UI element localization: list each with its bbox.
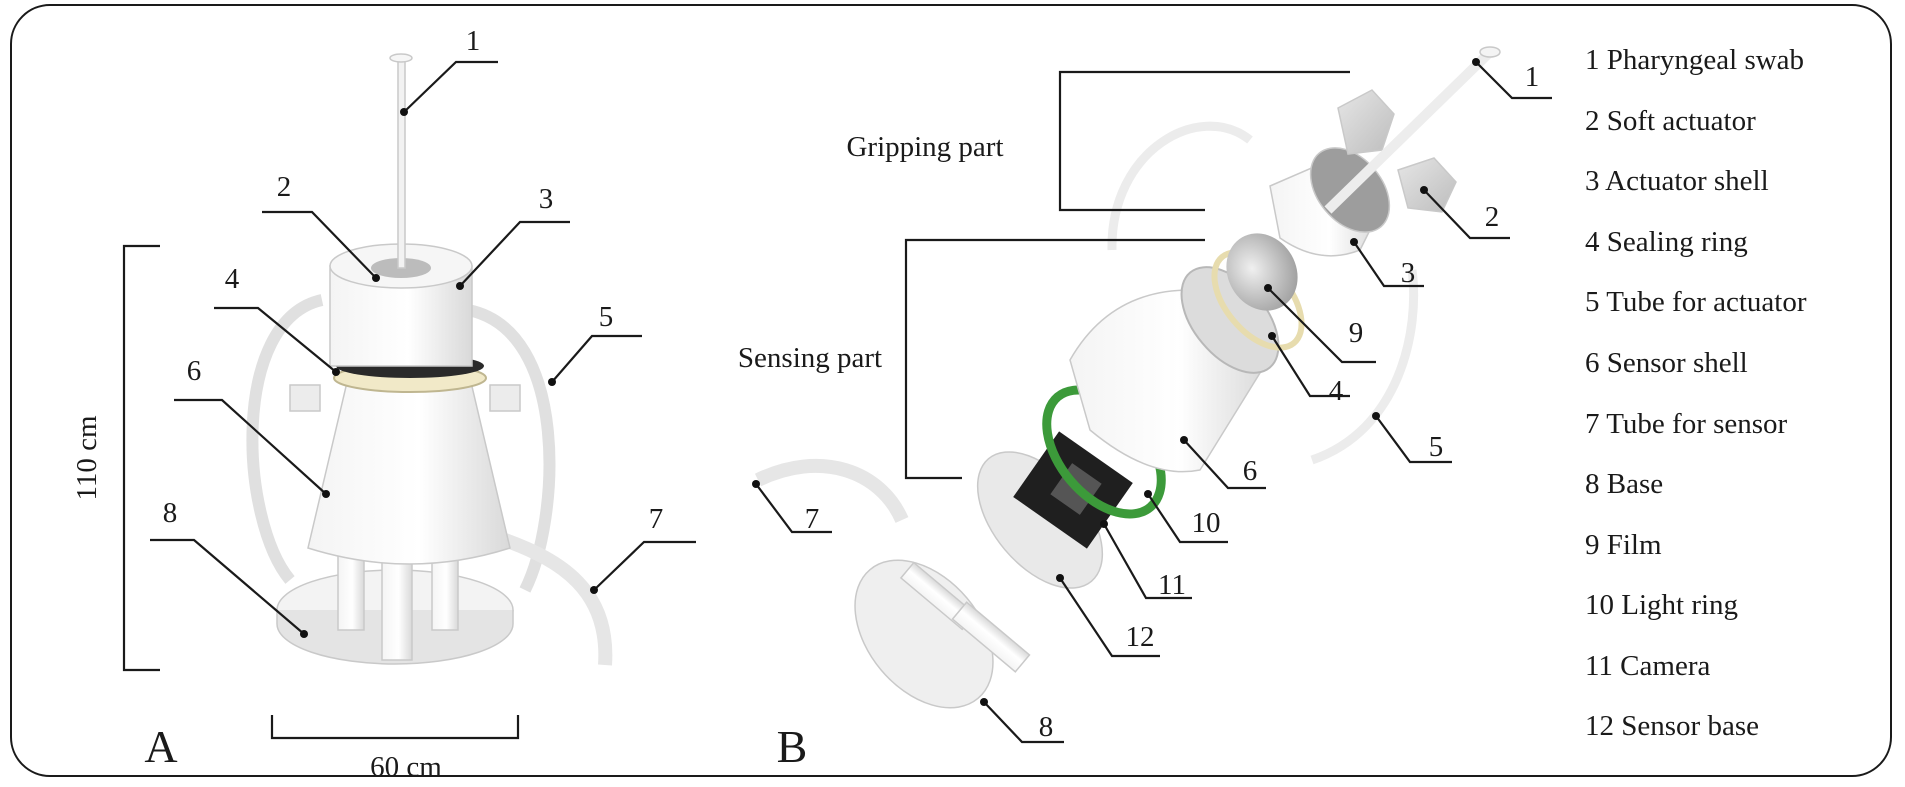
dimension-width-label: 60 cm <box>370 751 442 783</box>
dimension-height-label: 110 cm <box>71 415 103 501</box>
legend-item-5: 5 Tube for actuator <box>1585 286 1807 318</box>
callout-a-2: 2 <box>277 171 292 203</box>
callout-b-8: 8 <box>1039 711 1054 743</box>
callout-a-5: 5 <box>599 301 614 333</box>
group-sensing: Sensing part <box>738 238 1205 480</box>
callout-b-5: 5 <box>1429 431 1444 463</box>
pharyngeal-swab <box>397 57 406 269</box>
dimension-height: 110 cm <box>71 244 160 672</box>
callout-a-7: 7 <box>649 503 664 535</box>
legend-item-12: 12 Sensor base <box>1585 710 1759 742</box>
legend-item-4: 4 Sealing ring <box>1585 226 1748 258</box>
callout-b-3: 3 <box>1401 257 1416 289</box>
legend-item-10: 10 Light ring <box>1585 589 1738 621</box>
callout-a-1: 1 <box>466 25 481 57</box>
film <box>1226 233 1298 311</box>
panel-label-a: A <box>144 721 177 772</box>
callouts-a: 1 2 3 4 5 6 7 8 <box>150 25 696 638</box>
tube-for-actuator <box>1107 121 1253 251</box>
callout-a-4: 4 <box>225 263 240 295</box>
group-sensing-label: Sensing part <box>738 342 882 374</box>
figure-frame <box>10 4 1892 777</box>
legend-item-6: 6 Sensor shell <box>1585 347 1748 379</box>
legend-item-1: 1 Pharyngeal swab <box>1585 44 1804 76</box>
legend-item-3: 3 Actuator shell <box>1585 165 1769 197</box>
callout-b-7: 7 <box>805 503 820 535</box>
sensor-shell <box>307 377 511 565</box>
callout-a-8: 8 <box>163 497 178 529</box>
legend: 1 Pharyngeal swab 2 Soft actuator 3 Actu… <box>1585 44 1807 742</box>
tube-for-sensor <box>754 459 909 524</box>
legend-item-2: 2 Soft actuator <box>1585 105 1756 137</box>
callout-b-10: 10 <box>1192 507 1221 539</box>
legend-item-7: 7 Tube for sensor <box>1585 408 1788 440</box>
callout-b-11: 11 <box>1158 569 1186 601</box>
legend-item-9: 9 Film <box>1585 529 1662 561</box>
callout-b-4: 4 <box>1329 375 1344 407</box>
legend-item-8: 8 Base <box>1585 468 1663 500</box>
group-gripping-label: Gripping part <box>846 131 1003 163</box>
group-gripping: Gripping part <box>846 70 1350 212</box>
assembled-device <box>246 53 613 666</box>
callout-b-2: 2 <box>1485 201 1500 233</box>
callout-b-1: 1 <box>1525 61 1540 93</box>
legend-item-11: 11 Camera <box>1585 650 1710 682</box>
callout-b-6: 6 <box>1243 455 1258 487</box>
base-part <box>854 559 994 709</box>
soft-actuator <box>1337 89 1395 155</box>
callouts-b: 1 2 3 4 5 6 7 8 9 10 11 12 <box>752 58 1552 744</box>
panel-label-b: B <box>777 721 808 772</box>
callout-b-9: 9 <box>1349 317 1364 349</box>
callout-a-3: 3 <box>539 183 554 215</box>
leg <box>381 559 413 661</box>
tube-for-actuator <box>1310 269 1419 465</box>
exploded-view <box>754 46 1501 709</box>
soft-actuator <box>1397 157 1457 213</box>
callout-b-12: 12 <box>1126 621 1155 653</box>
dimension-width: 60 cm <box>270 715 520 783</box>
tube-for-actuator-left <box>246 294 324 584</box>
tube-for-sensor <box>502 533 613 666</box>
callout-a-6: 6 <box>187 355 202 387</box>
pharyngeal-swab <box>1324 50 1492 214</box>
